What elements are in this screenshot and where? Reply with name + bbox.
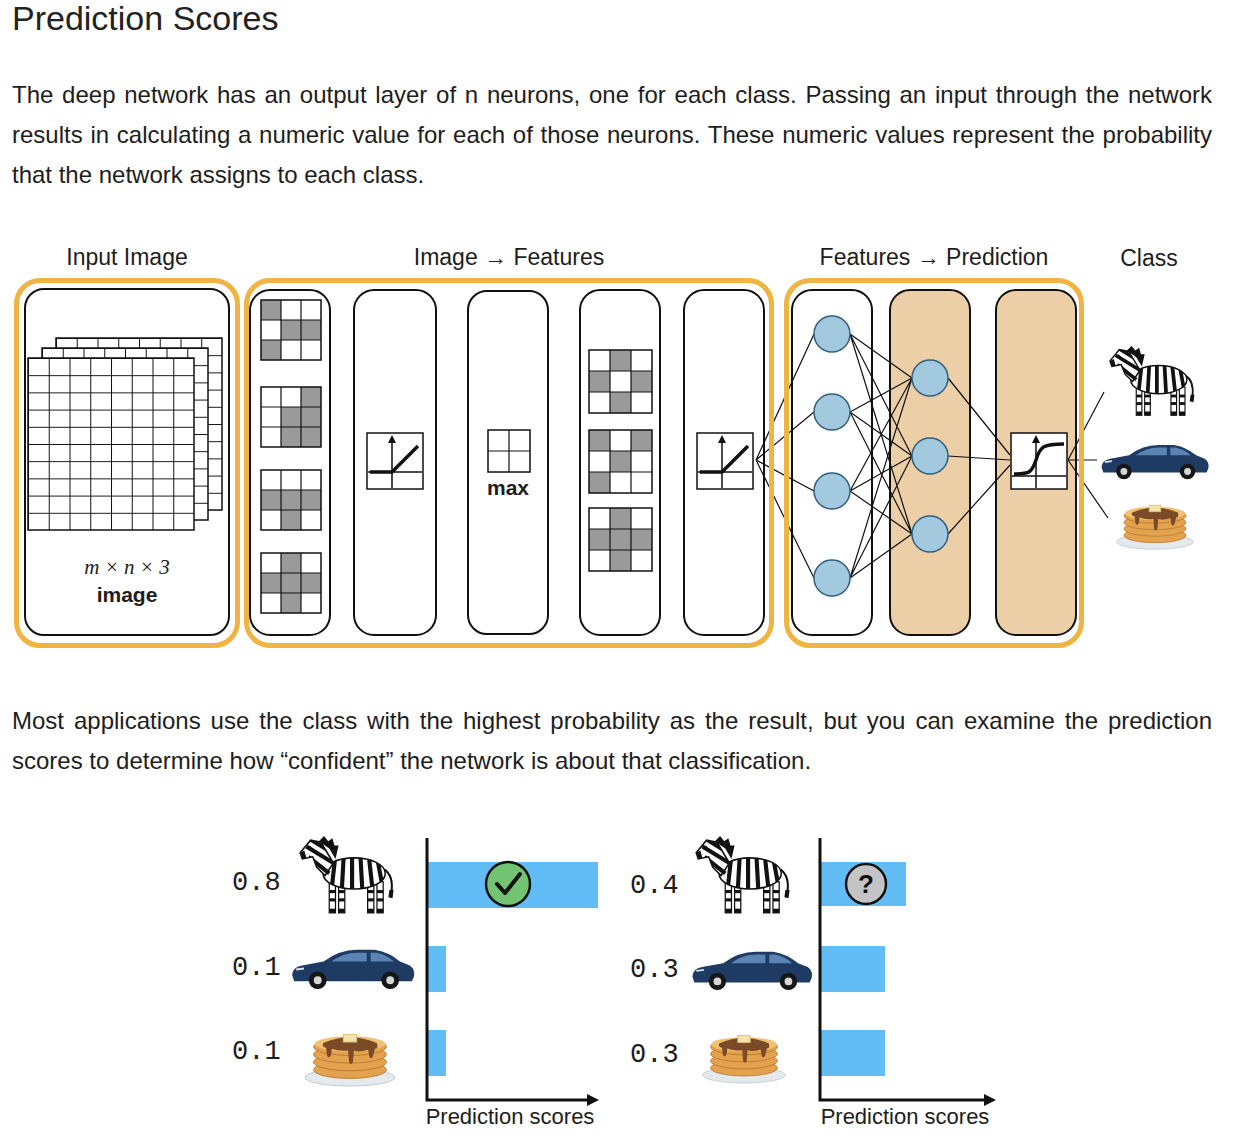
question-mark: ? bbox=[846, 868, 886, 900]
question-icon bbox=[846, 864, 886, 904]
chart-axis bbox=[820, 838, 987, 1100]
feature-panel: Image → Featuresmax bbox=[244, 278, 774, 648]
relu-column bbox=[684, 290, 764, 635]
conv-filters bbox=[261, 300, 321, 613]
conv-column bbox=[250, 290, 330, 635]
layer-columns bbox=[250, 290, 1076, 635]
pancake-icon bbox=[1117, 505, 1194, 549]
zebra-icon bbox=[1110, 346, 1194, 415]
pool-icon bbox=[488, 430, 530, 472]
score-chart bbox=[292, 836, 599, 1106]
score-value: 0.8 bbox=[232, 869, 281, 897]
page-title: Prediction Scores bbox=[12, 0, 278, 38]
output-column bbox=[996, 290, 1076, 635]
network-wires bbox=[756, 334, 1108, 578]
body-paragraph: The deep network has an output layer of … bbox=[12, 75, 1212, 195]
image-grid bbox=[28, 338, 222, 530]
relu-column bbox=[354, 290, 436, 635]
input-panel: Input Imagem × n × 3image bbox=[14, 278, 240, 648]
score-value: 0.3 bbox=[630, 956, 679, 984]
zebra-icon bbox=[696, 836, 789, 913]
hidden-column bbox=[890, 290, 970, 635]
relu-icon bbox=[697, 433, 753, 489]
panel-heading: Input Image bbox=[19, 243, 235, 271]
score-bar bbox=[820, 1030, 885, 1076]
pooling-column: max bbox=[467, 290, 549, 635]
score-bar bbox=[820, 862, 906, 906]
score-value: 0.4 bbox=[630, 872, 679, 900]
car-icon bbox=[1102, 445, 1209, 479]
neurons bbox=[814, 316, 948, 596]
prediction-panel: Features → Prediction bbox=[784, 278, 1084, 648]
relu-icon bbox=[367, 433, 423, 489]
pancake-icon bbox=[305, 1034, 395, 1086]
check-icon bbox=[486, 862, 530, 906]
box-label: image bbox=[26, 582, 228, 608]
score-bar bbox=[427, 862, 598, 908]
column-heading: Class bbox=[1099, 244, 1199, 272]
car-icon bbox=[692, 952, 812, 990]
dimension-label: m × n × 3 bbox=[26, 554, 228, 580]
score-bar bbox=[427, 1030, 446, 1076]
feature-maps bbox=[589, 350, 652, 571]
score-value: 0.3 bbox=[630, 1041, 679, 1069]
image-box: m × n × 3image bbox=[24, 288, 230, 636]
body-paragraph: Most applications use the class with the… bbox=[12, 701, 1212, 781]
axis-label: Prediction scores bbox=[410, 1103, 610, 1131]
car-icon bbox=[292, 950, 414, 989]
panel-heading: Features → Prediction bbox=[789, 243, 1079, 271]
panel-heading: Image → Features bbox=[249, 243, 769, 271]
check-mark bbox=[497, 874, 520, 893]
score-bar bbox=[427, 946, 446, 992]
chart-axis bbox=[427, 838, 590, 1100]
box-label: max bbox=[469, 475, 547, 501]
feature-map-column bbox=[580, 290, 660, 635]
score-chart bbox=[692, 836, 996, 1106]
score-bar bbox=[820, 946, 885, 992]
score-value: 0.1 bbox=[232, 1038, 281, 1066]
sigmoid-icon bbox=[1011, 433, 1067, 489]
zebra-icon bbox=[300, 836, 393, 913]
pancake-icon bbox=[703, 1035, 786, 1083]
axis-label: Prediction scores bbox=[805, 1103, 1005, 1131]
score-value: 0.1 bbox=[232, 954, 281, 982]
